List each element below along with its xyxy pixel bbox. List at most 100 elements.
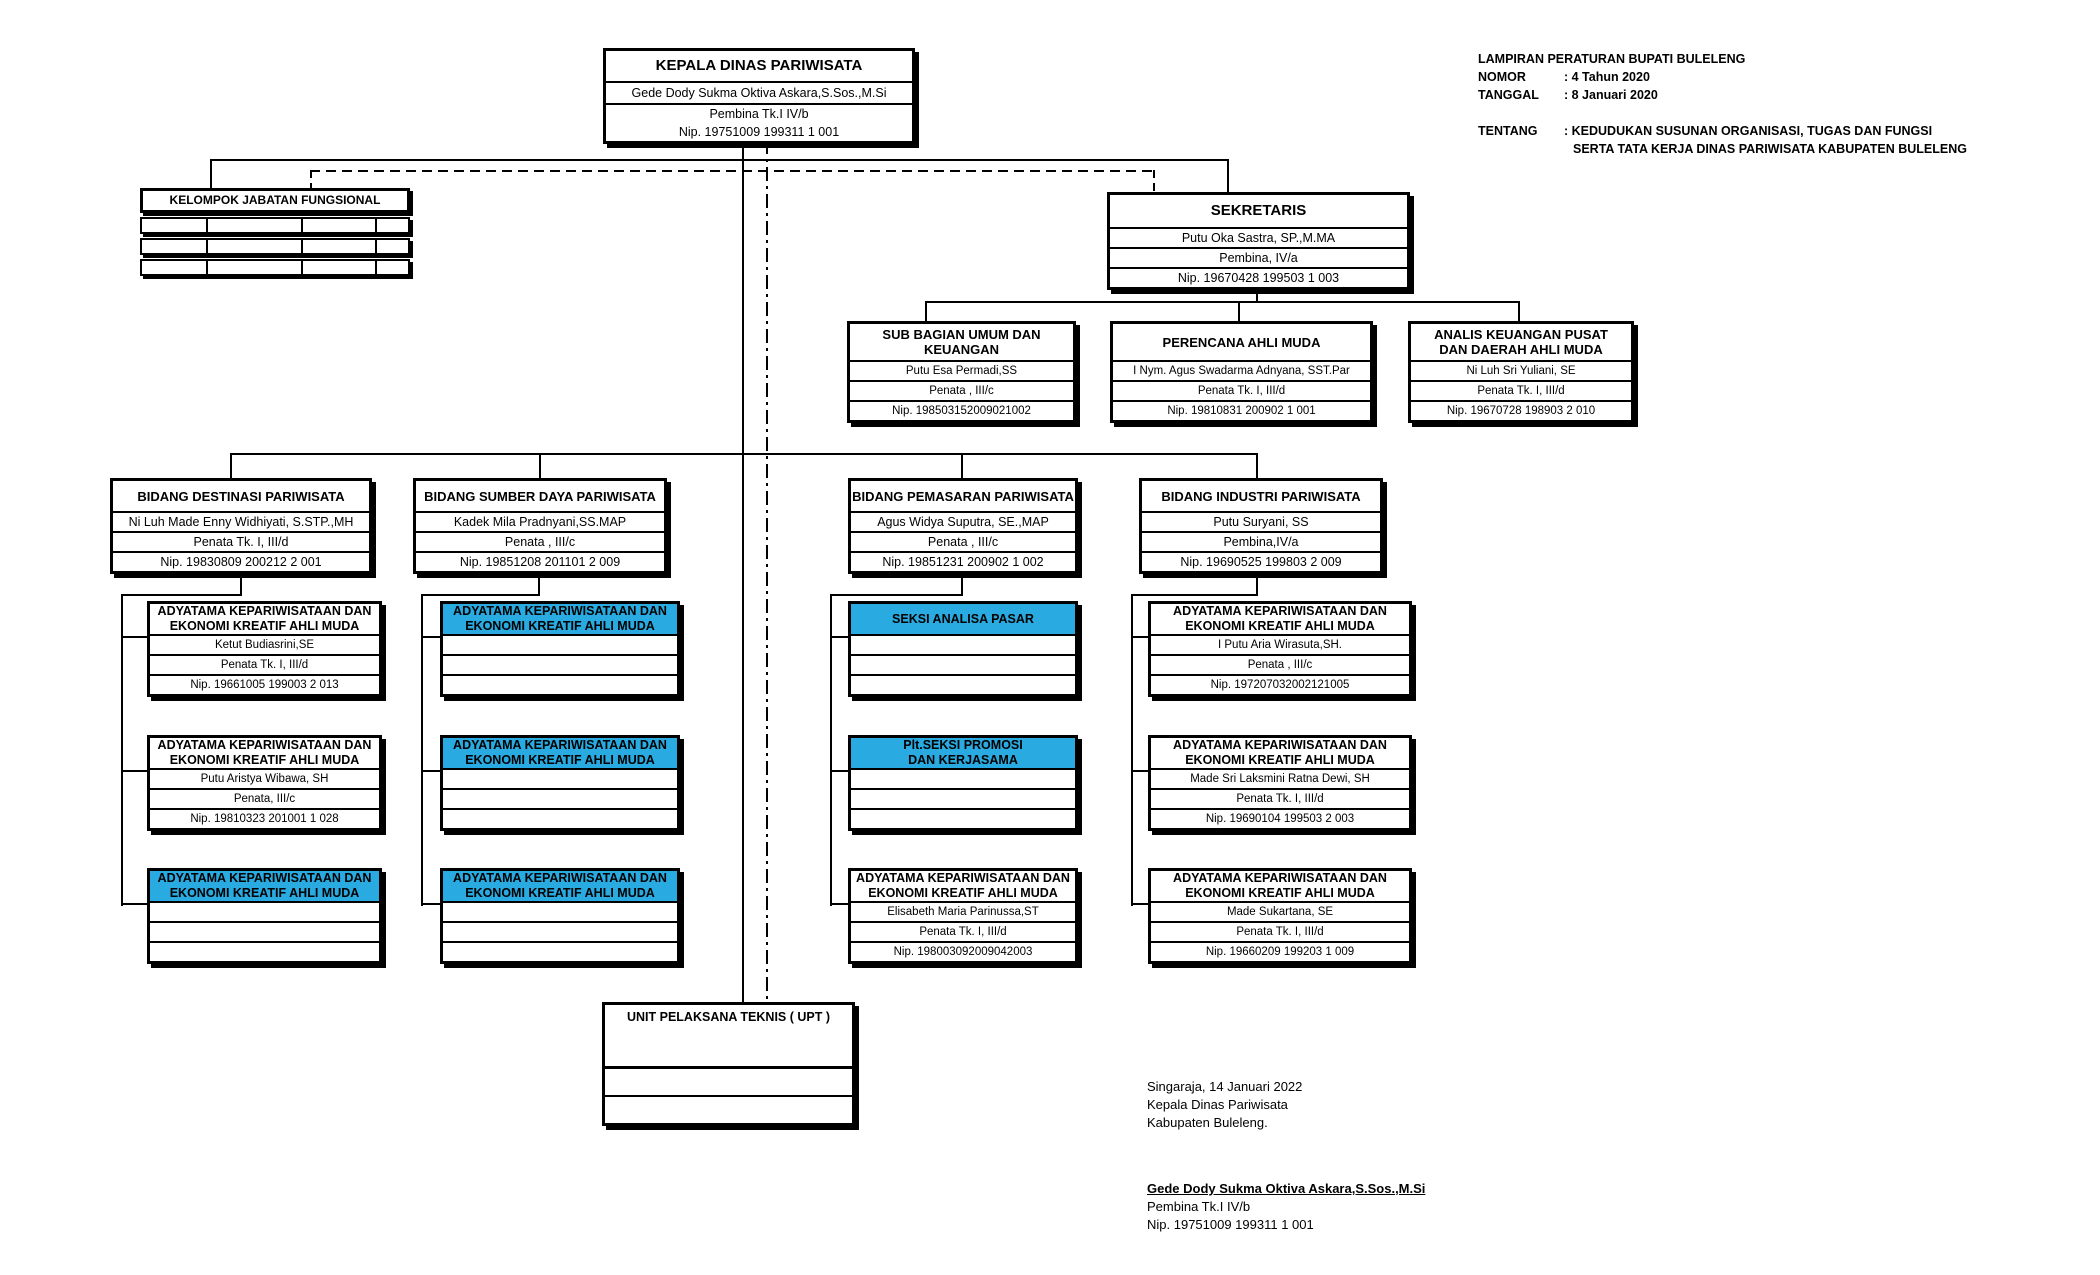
connector-stub-bidang0 [230,453,232,479]
box-name: I Putu Aria Wirasuta,SH. [1218,639,1342,651]
fungsional-grid-cell [142,240,208,253]
annex-tanggal-value: : 8 Januari 2020 [1564,88,1658,102]
annex-heading: LAMPIRAN PERATURAN BUPATI BULELENG [1478,52,1746,66]
signature-rank: Pembina Tk.I IV/b [1147,1199,1251,1214]
connector-col0-s1 [121,636,148,638]
connector-stub-sekretaris [1227,159,1229,193]
bidang-industri-title: BIDANG INDUSTRI PARIWISATA [1142,481,1380,513]
box-rank: Penata , III/c [1151,654,1409,674]
sekretaris-name: Putu Oka Sastra, SP.,M.MA [1181,231,1336,245]
box-rank [443,921,677,941]
fungsional-grid-cell [142,219,208,232]
box-name: Elisabeth Maria Parinussa,ST [887,906,1039,918]
kepala-rank: Pembina Tk.I IV/b [606,103,912,123]
kepala-box: KEPALA DINAS PARIWISATA Gede Dody Sukma … [603,48,915,144]
bidang-sumber-daya-box: BIDANG SUMBER DAYA PARIWISATA Kadek Mila… [413,478,667,574]
box-nip: Nip. 197207032002121005 [1151,674,1409,694]
signature-place-date: Singaraja, 14 Januari 2022 [1147,1079,1303,1094]
fungsional-title: KELOMPOK JABATAN FUNGSIONAL [140,188,410,213]
box-rank [443,788,677,808]
box-name: I Nym. Agus Swadarma Adnyana, SST.Par [1133,365,1350,377]
box-name [851,770,1075,788]
connector-stub-bidang2 [961,453,963,479]
box-name [851,636,1075,654]
box-rank: Penata Tk. I, III/d [1411,380,1631,400]
box-rank: Penata , III/c [850,380,1073,400]
signature-region-line: Kabupaten Buleleng. [1147,1115,1268,1130]
bidang-pemasaran-title: BIDANG PEMASARAN PARIWISATA [851,481,1075,513]
box-nip: Nip. 19660209 199203 1 009 [1151,941,1409,961]
box-nip: Nip. 19670728 198903 2 010 [1411,400,1631,420]
connector-col2-spine [830,594,832,906]
connector-col1-spine [421,594,423,906]
box-rank [150,921,379,941]
box-name: Agus Widya Suputra, SE.,MAP [877,515,1049,529]
connector-main-vertical [742,140,744,1004]
box-name: Made Sri Laksmini Ratna Dewi, SH [1190,773,1370,785]
bidang-destinasi-title: BIDANG DESTINASI PARIWISATA [113,481,369,513]
box-nip: Nip. 19690104 199503 2 003 [1151,808,1409,828]
box-nip [443,674,677,694]
annex-tentang-value2: SERTA TATA KERJA DINAS PARIWISATA KABUPA… [1573,142,1967,156]
annex-tentang-value1: : KEDUDUKAN SUSUNAN ORGANISASI, TUGAS DA… [1564,124,1933,138]
connector-dashed-stub-left [310,170,312,189]
bidang-sumber-daya-title: BIDANG SUMBER DAYA PARIWISATA [416,481,664,513]
fungsional-grid-cell [142,261,208,274]
connector-col3-s3 [1131,903,1149,905]
connector-col1-down [538,574,540,596]
connector-stub-sub2 [1518,301,1520,322]
fungsional-grid-row [140,238,410,255]
fungsional-grid-cell [377,240,408,253]
signature-name: Gede Dody Sukma Oktiva Askara,S.Sos.,M.S… [1147,1181,1426,1196]
connector-col2-down [961,574,963,596]
connector-dashed-stub-right [1153,170,1155,193]
box-nip: Nip. 19851208 201101 2 009 [416,551,664,571]
box-rank [851,654,1075,674]
fungsional-grid-cell [303,240,377,253]
fungsional-grid-cell [208,240,303,253]
kepala-nip: Nip. 19751009 199311 1 001 [678,125,840,139]
box-name: Putu Suryani, SS [1213,515,1309,529]
connector-col2-s2 [830,770,849,772]
connector-col2-s1 [830,636,849,638]
box-rank [851,788,1075,808]
connector-sekretaris-down [1256,284,1258,303]
connector-subunits-horizontal [925,301,1520,303]
fungsional-grid-cell [208,219,303,232]
connector-col3-elbow [1131,594,1258,596]
connector-col1-s3 [421,903,441,905]
box-nip: Nip. 198503152009021002 [850,400,1073,420]
box-nip: Nip. 19661005 199003 2 013 [150,674,379,694]
box-rank [443,654,677,674]
bidang-pemasaran-box: BIDANG PEMASARAN PARIWISATA Agus Widya S… [848,478,1078,574]
connector-stub-sub0 [925,301,927,322]
box-rank: Penata Tk. I, III/d [1151,921,1409,941]
box-nip [851,674,1075,694]
kepala-title: KEPALA DINAS PARIWISATA [606,51,912,83]
signature-title-line: Kepala Dinas Pariwisata [1147,1097,1288,1112]
signature-nip: Nip. 19751009 199311 1 001 [1147,1217,1314,1232]
connector-col2-elbow [830,594,963,596]
fungsional-grid-row [140,259,410,276]
connector-col1-elbow [421,594,540,596]
box-nip: Nip. 19690525 199803 2 009 [1142,551,1380,571]
annex-tanggal-label: TANGGAL [1478,88,1539,102]
annex-note: LAMPIRAN PERATURAN BUPATI BULELENG NOMOR… [1478,50,1967,158]
box-name: Ni Luh Sri Yuliani, SE [1466,365,1576,377]
box-name: Made Sukartana, SE [1226,906,1334,918]
